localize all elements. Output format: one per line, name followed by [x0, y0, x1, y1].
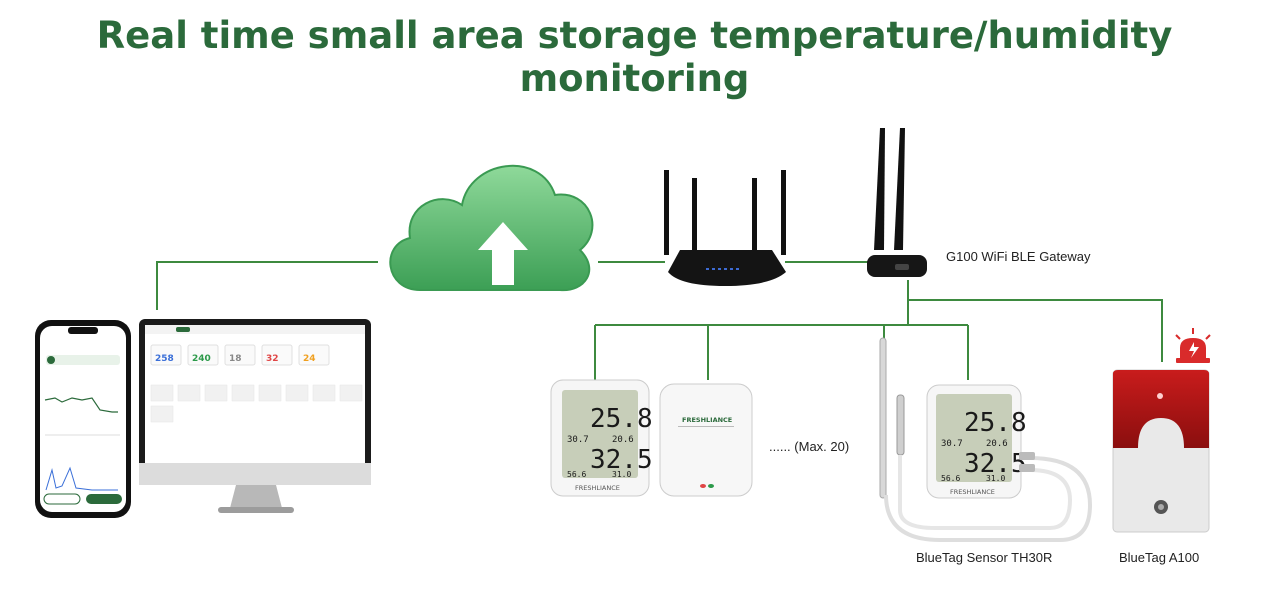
cloud-upload-icon [390, 166, 592, 290]
sensor2-brand: FRESHLIANCE [682, 416, 732, 424]
gateway-label: G100 WiFi BLE Gateway [946, 249, 1091, 264]
max-devices-label: ...... (Max. 20) [769, 439, 849, 454]
desktop-monitor-icon: 258 240 18 32 24 [139, 319, 371, 513]
sensor1-brand: FRESHLIANCE [575, 484, 620, 492]
smartphone-icon [35, 320, 131, 518]
sensor3-temp-max: 20.6 [986, 439, 1008, 449]
stat-value-4: 32 [266, 354, 279, 364]
alarm-a100-label: BlueTag A100 [1119, 550, 1199, 565]
line-gateway-to-alarm [908, 300, 1162, 362]
sensor1-hum-max: 31.0 [612, 470, 631, 479]
stat-value-3: 18 [229, 354, 242, 364]
stat-value-5: 24 [303, 354, 316, 364]
sensor1-temp: 25.8 [590, 404, 653, 434]
sensor3-temp-min: 30.7 [941, 439, 963, 449]
sensor3-temp: 25.8 [964, 408, 1027, 438]
siren-icon [1176, 328, 1210, 363]
alarm-a100-icon [1113, 370, 1209, 532]
sensor-th30r-label: BlueTag Sensor TH30R [916, 550, 1052, 565]
line-cloud-to-monitor [157, 262, 378, 310]
sensor3-hum-min: 56.6 [941, 474, 960, 483]
sensor-display-1: 25.8 32.5 30.7 20.6 56.6 31.0 FRESHLIANC… [551, 380, 653, 496]
sensor-th30r: 25.8 32.5 30.7 20.6 56.6 31.0 FRESHLIANC… [880, 338, 1090, 540]
sensor3-brand: FRESHLIANCE [950, 488, 995, 496]
stat-value-2: 240 [192, 354, 211, 364]
sensor1-temp-max: 20.6 [612, 435, 634, 445]
gateway-icon [867, 128, 927, 277]
sensor-blank: FRESHLIANCE [660, 384, 752, 496]
sensor1-hum-min: 56.6 [567, 470, 586, 479]
stat-value-1: 258 [155, 354, 174, 364]
sensor3-hum-max: 31.0 [986, 474, 1005, 483]
sensor1-temp-min: 30.7 [567, 435, 589, 445]
wifi-router-icon [664, 170, 786, 286]
